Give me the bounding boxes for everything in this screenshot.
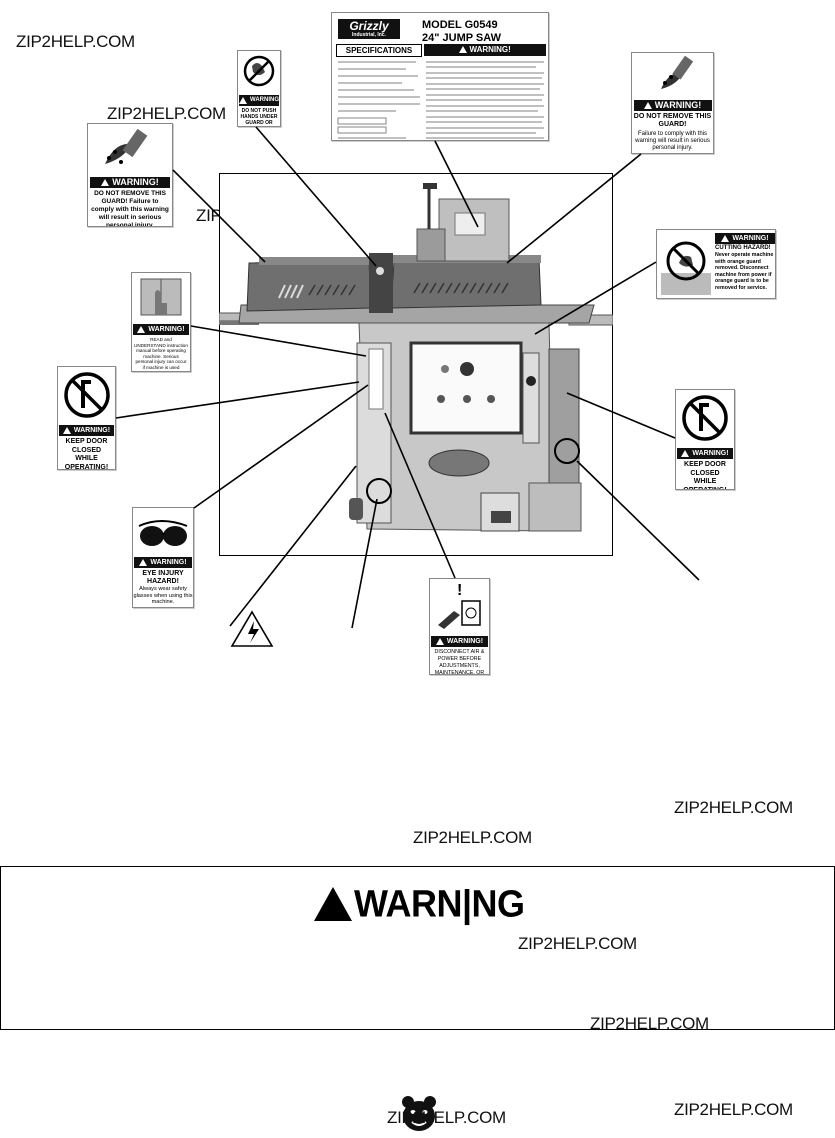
manual-book-icon <box>140 278 182 316</box>
watermark: ZIP2HELP.COM <box>387 1108 506 1127</box>
guard-right-text: Failure to comply with this warning will… <box>635 131 710 151</box>
guard-left-header: WARNING! <box>112 177 159 187</box>
safety-glasses-icon <box>138 520 188 546</box>
watermark: ZIP2HELP.COM <box>107 104 226 123</box>
brand-logo: Grizzly Industrial, Inc. <box>338 19 400 39</box>
warning-title: WARN|NG <box>354 881 525 925</box>
cutting-text: Never operate machine with orange guard … <box>715 252 774 291</box>
guard-right-header: WARNING! <box>654 100 702 110</box>
door-right-header: WARNING! <box>692 450 729 457</box>
door-label-right: WARNING! KEEP DOOR CLOSED WHILE OPERATIN… <box>675 389 735 490</box>
disconnect-text: DISCONNECT AIR & POWER BEFORE ADJUSTMENT… <box>434 649 485 675</box>
watermark: ZIP2HELP.COM <box>413 828 532 847</box>
svg-text:!: ! <box>457 582 462 599</box>
eye-title: EYE INJURY HAZARD! <box>142 570 184 585</box>
blade-hand-icon <box>660 55 693 89</box>
watermark: ZIP2HELP.COM <box>590 1014 709 1033</box>
watermark: ZIP2HELP.COM <box>16 32 135 51</box>
product-name: 24" JUMP SAW <box>422 32 501 44</box>
watermark: ZIP2HELP.COM <box>674 1100 793 1119</box>
door-left-header: WARNING! <box>73 427 111 434</box>
disconnect-header: WARNING! <box>446 638 484 645</box>
eye-header: WARNING! <box>150 559 187 566</box>
callout-lines <box>115 126 700 629</box>
spec-sheet-label: Grizzly Industrial, Inc. MODEL G0549 24"… <box>331 12 549 141</box>
warning-heading: WARN|NG <box>314 881 525 925</box>
manual-label: WARNING! READ and UNDERSTAND instruction… <box>131 272 191 372</box>
bear-logo-icon <box>402 1096 436 1131</box>
guard-label-right: WARNING! DO NOT REMOVE THIS GUARD! Failu… <box>631 52 714 154</box>
warning-triangle-icon <box>314 887 352 921</box>
pinch-header: WARNING <box>250 97 279 103</box>
guard-right-title: DO NOT REMOVE THIS GUARD! <box>633 113 712 128</box>
manual-header: WARNING! <box>148 326 185 333</box>
specifications-header: SPECIFICATIONS <box>336 44 422 57</box>
cutting-hazard-label: WARNING! CUTTING HAZARD! Never operate m… <box>656 229 776 299</box>
disconnect-label: ! WARNING! DISCONNECT AIR & POWER BEFORE… <box>429 578 490 675</box>
electrical-hazard-icon <box>230 610 274 647</box>
eye-text: Always wear safety glasses when using th… <box>133 586 193 605</box>
manual-text: READ and UNDERSTAND instruction manual b… <box>134 337 188 371</box>
hand-cutter-icon <box>243 55 275 87</box>
door-label-left: WARNING! KEEP DOOR CLOSED WHILE OPERATIN… <box>57 366 116 470</box>
watermark: ZIP2HELP.COM <box>518 934 637 953</box>
guard-left-text: DO NOT REMOVE THIS GUARD! Failure to com… <box>91 190 169 227</box>
watermark: ZIP2HELP.COM <box>674 798 793 817</box>
spec-warning-header: WARNING! <box>424 44 546 56</box>
cutting-title: CUTTING HAZARD! <box>715 245 771 251</box>
no-hand-guard-icon <box>661 241 711 295</box>
door-right-text: KEEP DOOR CLOSED WHILE OPERATING! <box>683 461 727 490</box>
power-plug-icon: ! <box>437 582 481 629</box>
model-number: MODEL G0549 <box>422 19 498 31</box>
spec-text-lines <box>337 61 544 139</box>
no-open-door-icon <box>63 372 110 418</box>
door-left-text: KEEP DOOR CLOSED WHILE OPERATING! <box>64 438 109 470</box>
no-open-door-icon <box>682 395 728 441</box>
blade-hand-icon <box>105 128 148 164</box>
cutting-header: WARNING! <box>732 235 769 242</box>
pinch-hazard-label: WARNING DO NOT PUSH HANDS UNDER GUARD OR… <box>237 50 281 127</box>
guard-label-left: WARNING! DO NOT REMOVE THIS GUARD! Failu… <box>87 123 173 227</box>
pinch-text: DO NOT PUSH HANDS UNDER GUARD OR CUTTER! <box>240 108 278 126</box>
eye-injury-label: WARNING! EYE INJURY HAZARD! Always wear … <box>132 507 194 608</box>
